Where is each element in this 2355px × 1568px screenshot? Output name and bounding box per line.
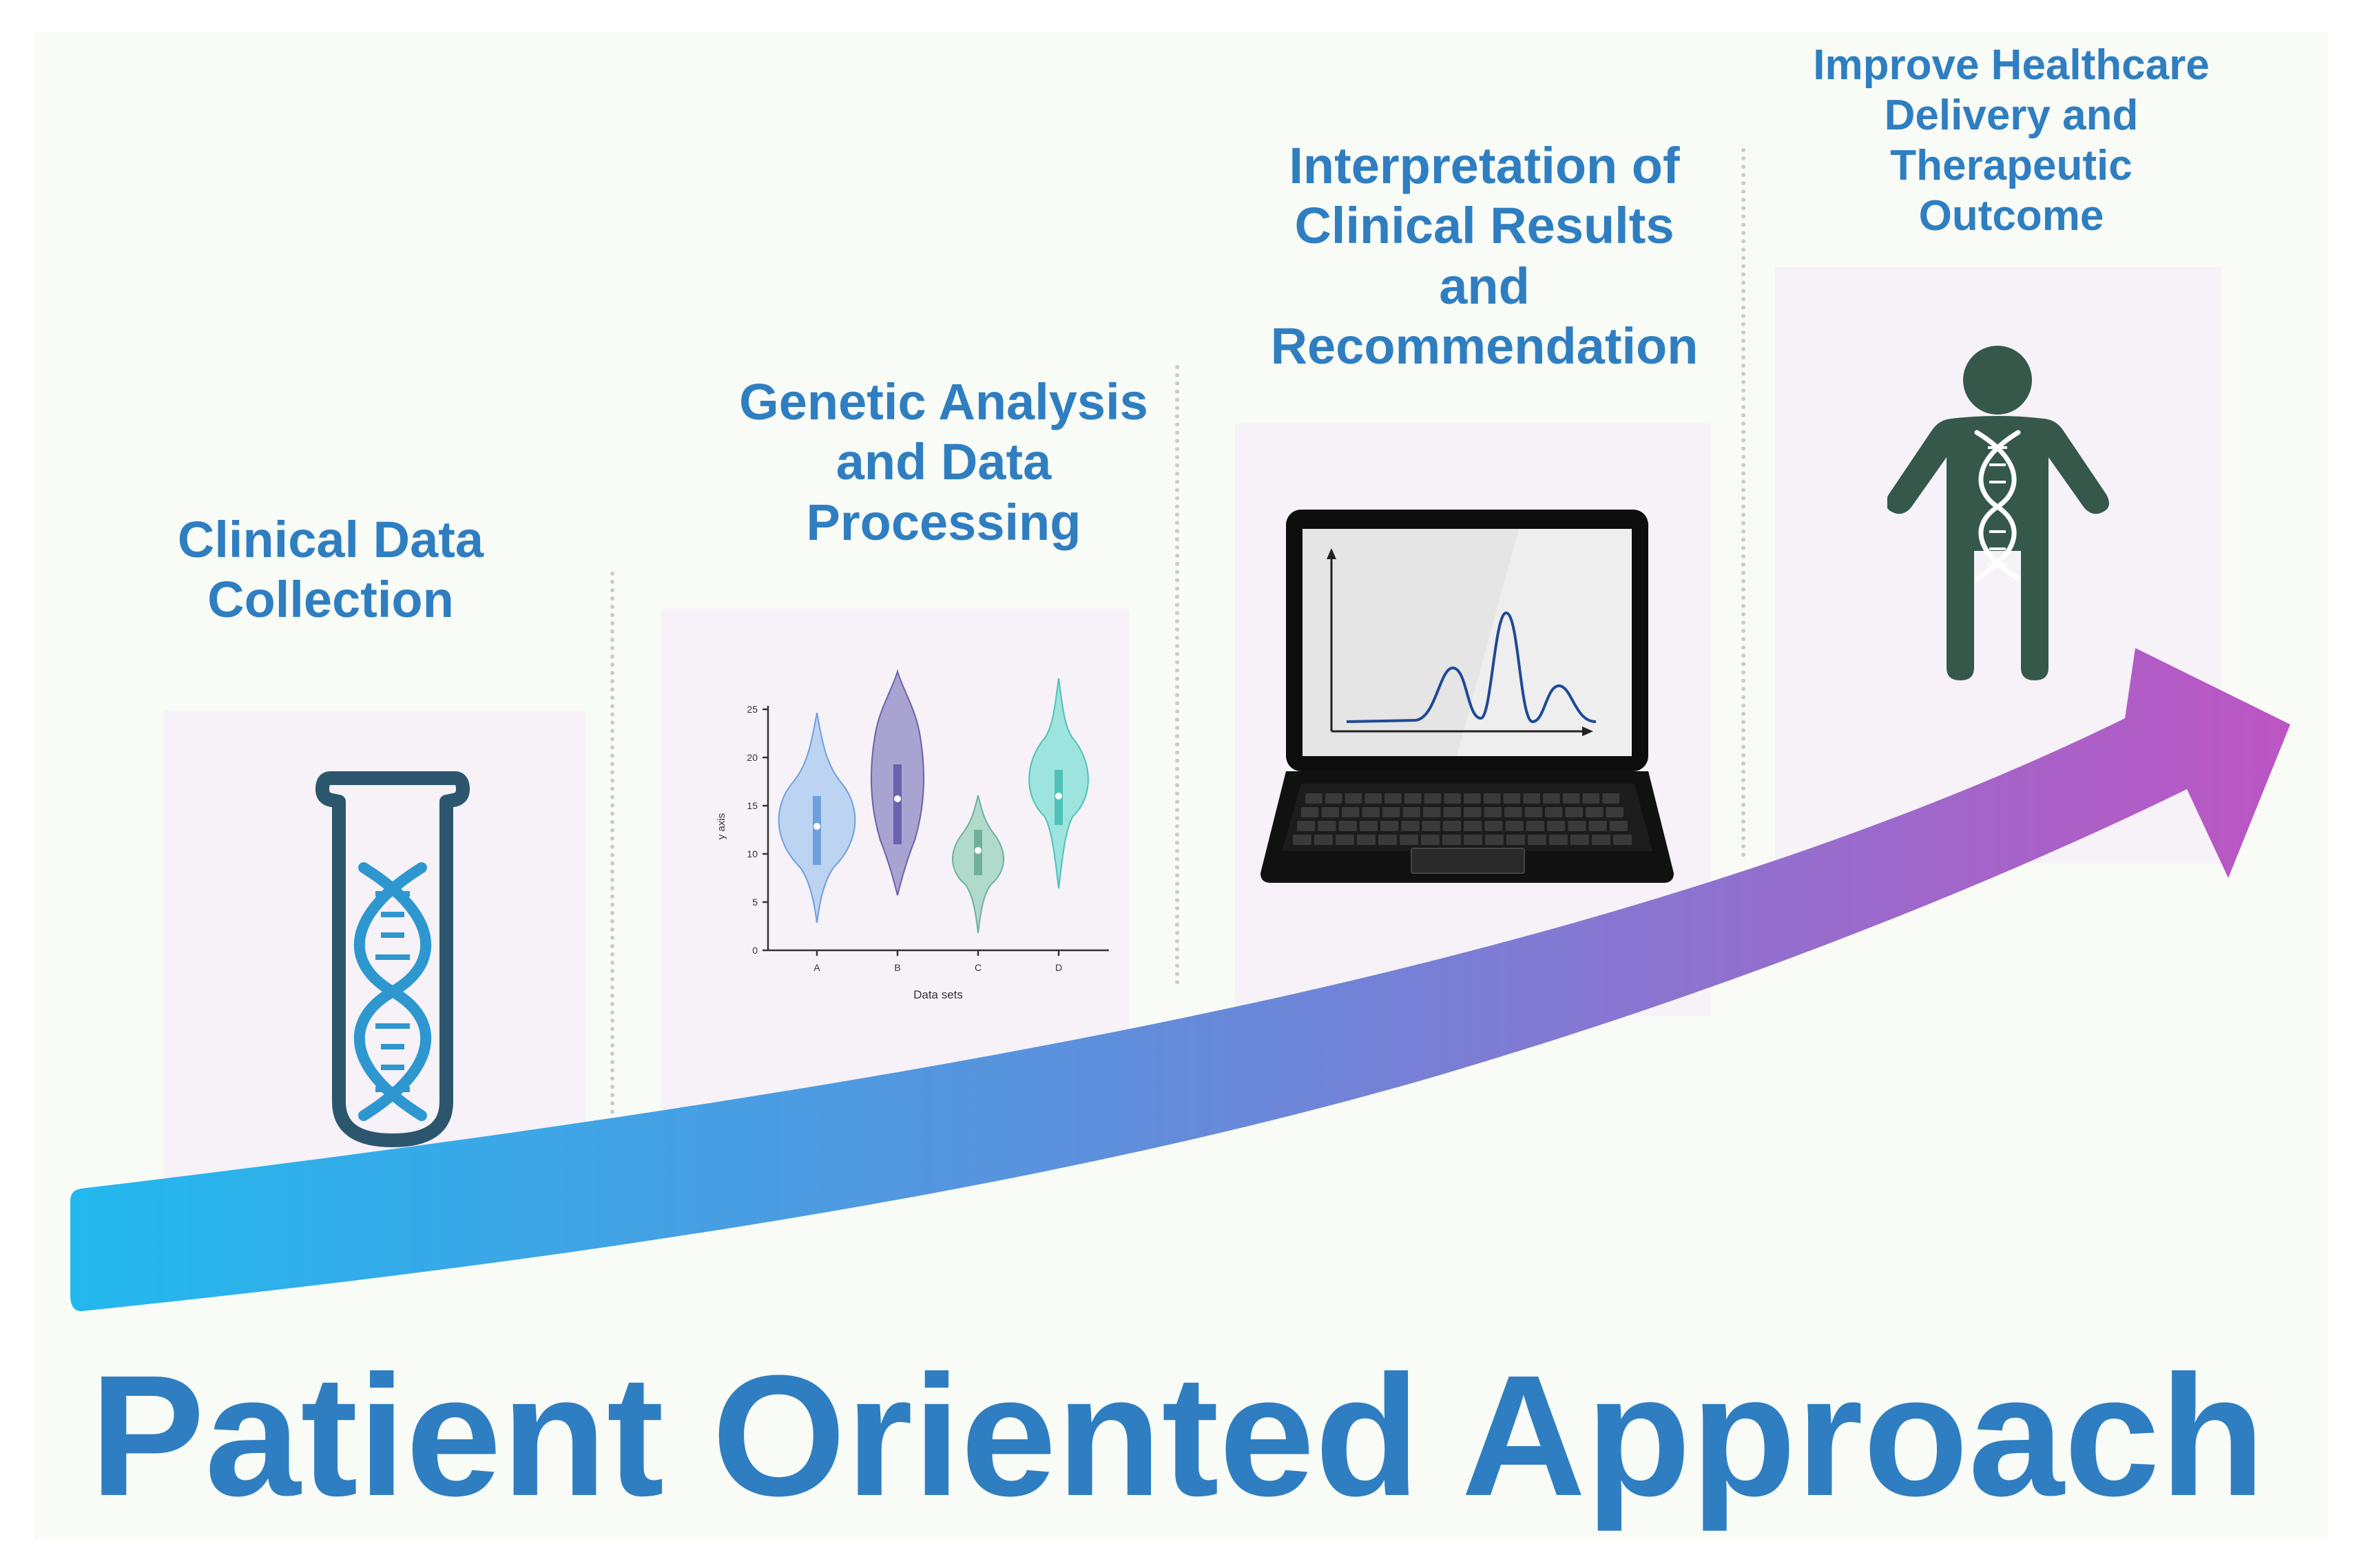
keyboard-key [1422,821,1440,831]
laptop-touchpad [1411,848,1525,874]
keyboard-key [1484,821,1503,831]
keyboard-key [1506,835,1525,845]
keyboard-key [1483,793,1501,804]
xtick-a: A [813,962,820,973]
ytick-20: 20 [747,752,758,763]
x-axis-label: Data sets [913,988,963,1001]
keyboard-key [1464,821,1482,831]
keyboard-key [1318,821,1336,831]
keyboard-key [1526,821,1545,831]
ytick-0: 0 [752,945,758,956]
step-3-title: Interpretation of Clinical Results and R… [1270,137,1699,375]
keyboard-key [1384,793,1402,804]
person-dna-icon [1887,346,2109,680]
keyboard-key [1442,821,1462,831]
keyboard-key [1293,835,1311,845]
step-1-card [164,711,585,1179]
keyboard-key [1378,835,1397,845]
keyboard-key [1297,821,1316,831]
keyboard-key [1485,835,1504,845]
keyboard-key [1338,821,1357,831]
violin-a-median [813,823,820,830]
keyboard-key [1464,807,1482,817]
keyboard-key [1504,807,1522,817]
keyboard-key [1592,835,1610,845]
keyboard-key [1606,807,1623,817]
keyboard-key [1424,793,1442,804]
keyboard-key [1523,793,1541,804]
keyboard-key [1345,793,1362,804]
ytick-25: 25 [747,704,758,715]
xtick-d: D [1055,962,1062,973]
step-2-title: Genetic Analysis and Data Processing [739,373,1148,551]
test-tube-dna-icon [315,771,470,1147]
keyboard-key [1401,821,1420,831]
keyboard-key [1464,835,1482,845]
divider-1 [610,572,614,1122]
keyboard-key [1305,793,1322,804]
keyboard-key [1382,807,1400,817]
laptop-keyboard [1293,793,1632,845]
keyboard-key [1325,793,1342,804]
keyboard-key [1505,821,1524,831]
keyboard-key [1613,835,1632,845]
keyboard-key [1404,793,1422,804]
violin-b-median [894,795,901,802]
keyboard-key [1444,793,1462,804]
keyboard-key [1442,835,1461,845]
ytick-10: 10 [747,848,758,859]
xtick-c: C [975,962,982,973]
keyboard-key [1528,835,1546,845]
keyboard-key [1562,793,1580,804]
keyboard-key [1402,807,1420,817]
violin-c-median [975,847,982,854]
keyboard-key [1524,807,1542,817]
keyboard-key [1342,807,1360,817]
keyboard-key [1301,807,1319,817]
keyboard-key [1568,821,1586,831]
keyboard-key [1582,793,1600,804]
keyboard-key [1443,807,1461,817]
keyboard-key [1423,807,1441,817]
violin-a-box [813,796,821,865]
keyboard-key [1464,793,1481,804]
keyboard-key [1503,793,1521,804]
step-4-title: Improve Healthcare Delivery and Therapeu… [1813,41,2210,240]
keyboard-key [1543,793,1560,804]
keyboard-key [1570,835,1589,845]
divider-2 [1175,365,1179,985]
keyboard-key [1359,821,1378,831]
ytick-15: 15 [747,800,758,811]
main-title: Patient Oriented Approach [90,1339,2265,1532]
ytick-5: 5 [752,897,758,908]
keyboard-key [1321,807,1339,817]
xtick-b: B [894,962,900,973]
keyboard-key [1314,835,1333,845]
keyboard-key [1380,821,1399,831]
keyboard-key [1362,807,1380,817]
keyboard-key [1588,821,1607,831]
laptop-chart-icon [1261,510,1674,883]
keyboard-key [1565,807,1583,817]
keyboard-key [1586,807,1604,817]
divider-3 [1741,148,1745,857]
violin-d-median [1055,793,1062,799]
keyboard-key [1365,793,1382,804]
violin-plot-chart: 0 5 10 15 20 25 A B C D Data sets y axis [716,669,1109,1001]
keyboard-key [1545,807,1563,817]
keyboard-key [1609,821,1628,831]
y-axis-label: y axis [716,813,727,839]
keyboard-key [1400,835,1418,845]
violin-b-box [893,764,902,844]
keyboard-key [1602,793,1620,804]
keyboard-key [1484,807,1502,817]
keyboard-key [1357,835,1376,845]
step-1-title: Clinical Data Collection [177,511,484,629]
keyboard-key [1547,821,1566,831]
keyboard-key [1336,835,1354,845]
keyboard-key [1549,835,1568,845]
keyboard-key [1421,835,1440,845]
